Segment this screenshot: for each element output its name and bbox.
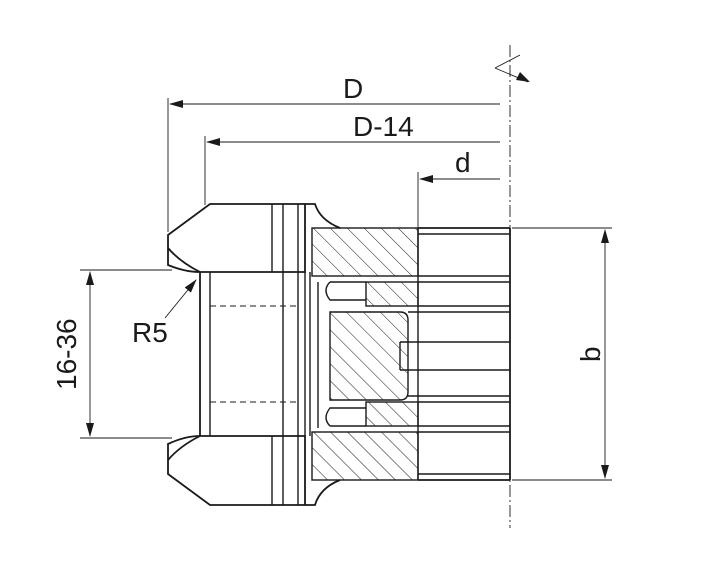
label-D-14: D-14 [353, 111, 414, 142]
dimension-d: d [417, 147, 500, 228]
radius-R5-callout: R5 [132, 279, 197, 348]
label-d: d [455, 147, 471, 178]
ring-segments [325, 227, 511, 481]
label-R5: R5 [132, 317, 168, 348]
label-b: b [575, 346, 606, 362]
label-D: D [343, 73, 363, 104]
dimension-b: b [512, 227, 612, 481]
hub-body [167, 203, 306, 506]
dimension-D-14: D-14 [204, 111, 500, 205]
label-16-36: 16-36 [51, 318, 82, 390]
neck [305, 203, 341, 506]
hatched-sections [311, 227, 419, 481]
surface-finish-symbol [494, 54, 530, 83]
dimension-D: D [167, 73, 500, 232]
dimension-16-36: 16-36 [51, 269, 172, 439]
